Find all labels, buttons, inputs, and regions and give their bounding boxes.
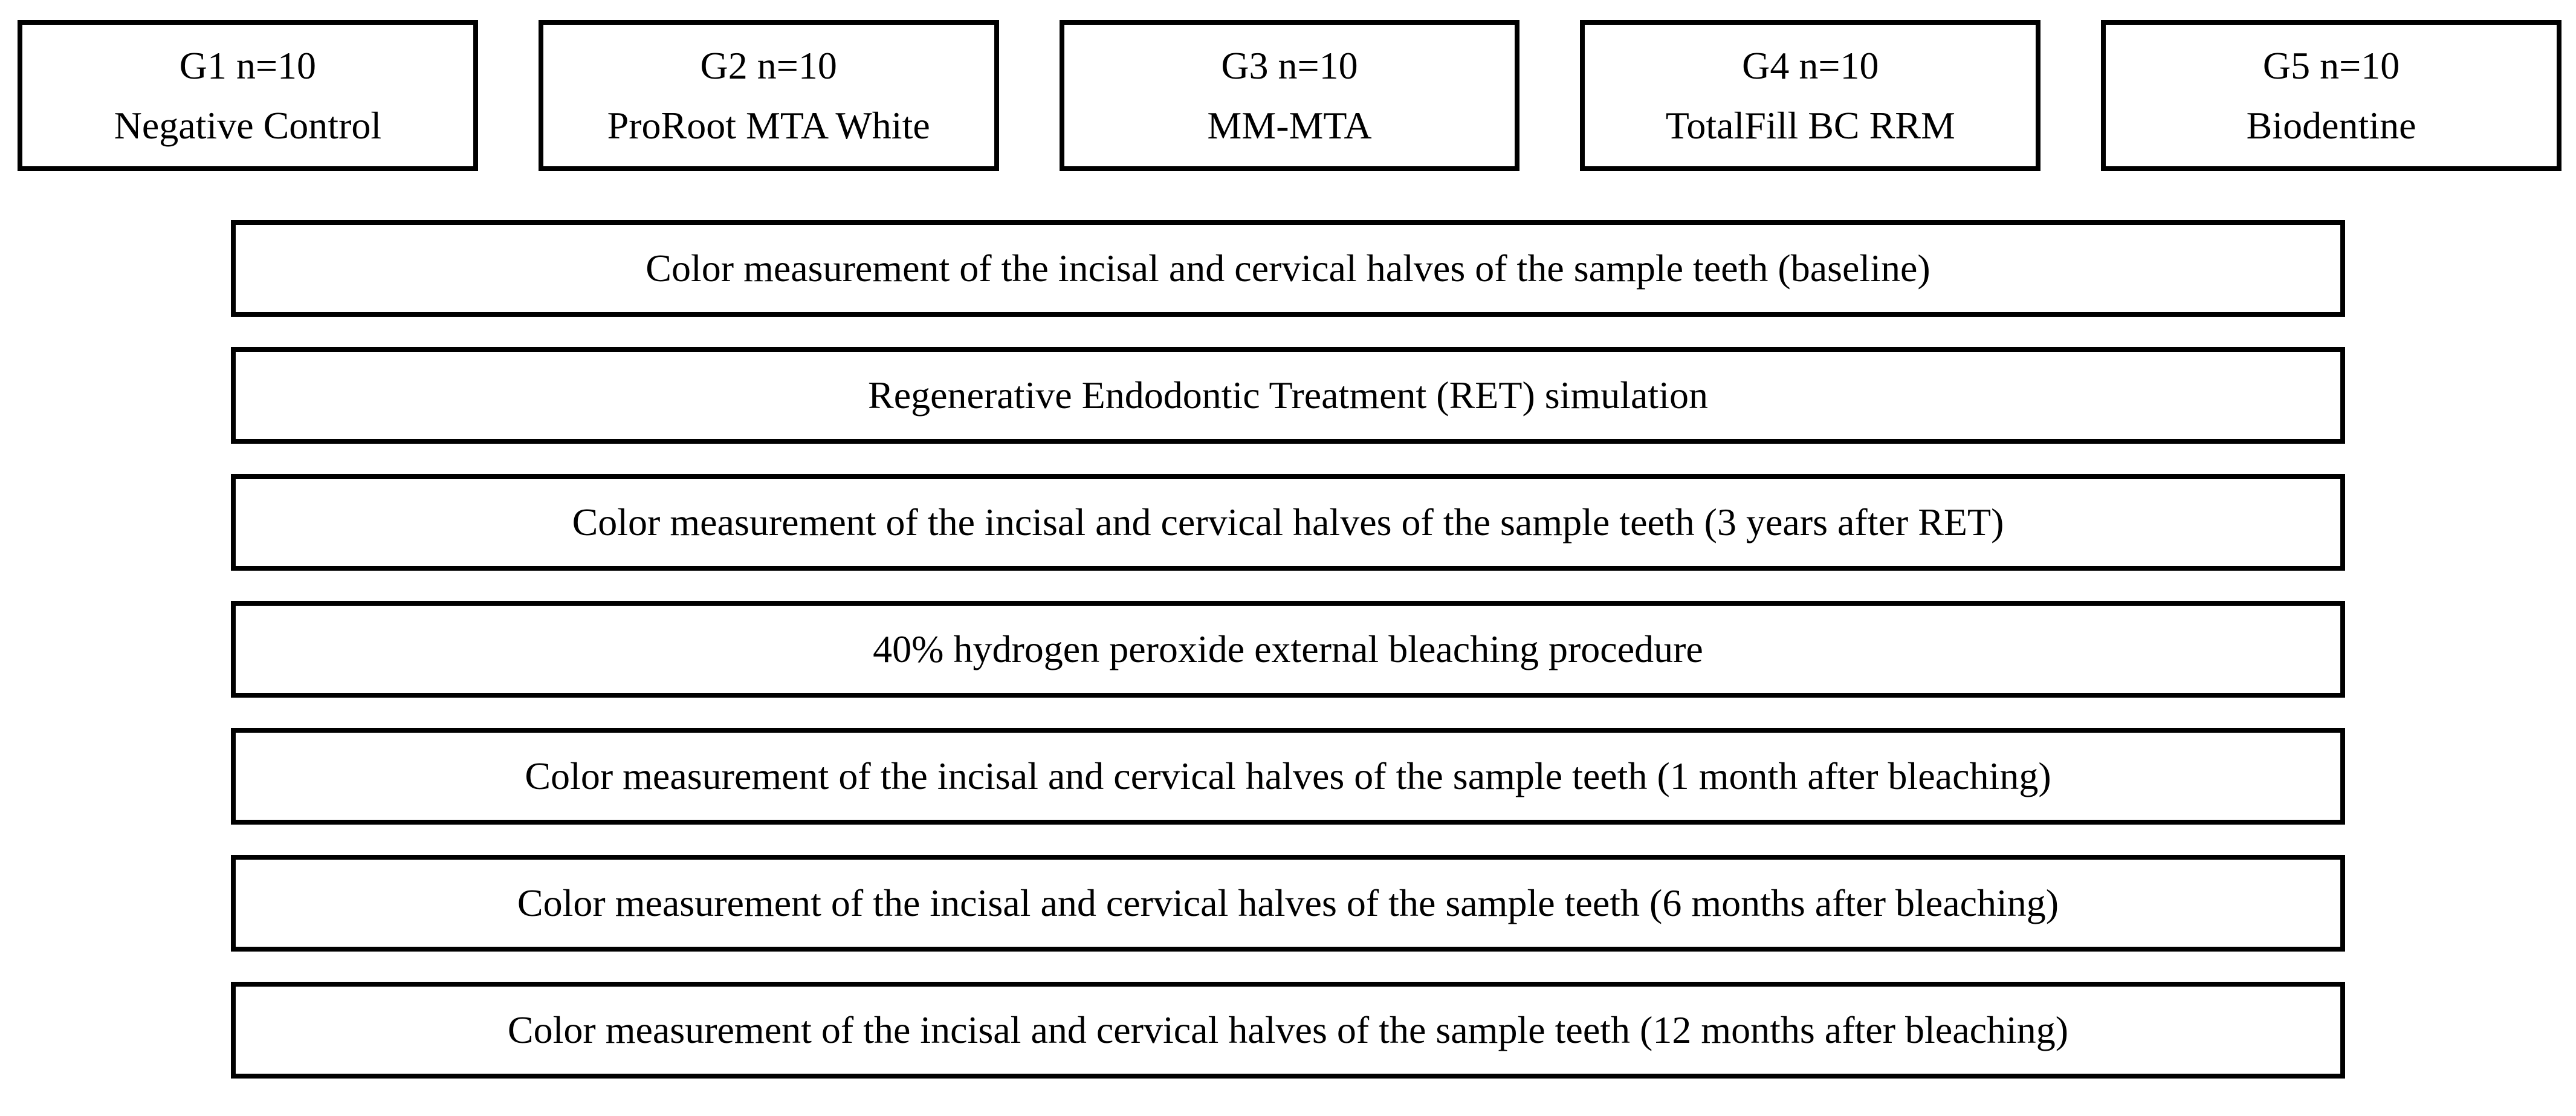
group-name: Biodentine xyxy=(2246,104,2416,147)
group-box-g4: G4 n=10 TotalFill BC RRM xyxy=(1580,20,2041,171)
group-name: TotalFill BC RRM xyxy=(1665,104,1955,147)
step-label: Color measurement of the incisal and cer… xyxy=(572,500,2004,543)
step-label: Color measurement of the incisal and cer… xyxy=(525,754,2051,797)
group-box-g1: G1 n=10 Negative Control xyxy=(18,20,478,171)
group-box-g2: G2 n=10 ProRoot MTA White xyxy=(538,20,999,171)
step-label: Color measurement of the incisal and cer… xyxy=(507,1008,2069,1051)
group-id: G1 n=10 xyxy=(179,44,317,87)
group-row: G1 n=10 Negative Control G2 n=10 ProRoot… xyxy=(0,0,2576,171)
group-box-g3: G3 n=10 MM-MTA xyxy=(1059,20,1520,171)
step-box-1-month-measurement: Color measurement of the incisal and cer… xyxy=(231,728,2345,825)
group-box-g5: G5 n=10 Biodentine xyxy=(2101,20,2561,171)
step-box-3-years-measurement: Color measurement of the incisal and cer… xyxy=(231,474,2345,571)
step-box-baseline-measurement: Color measurement of the incisal and cer… xyxy=(231,220,2345,317)
step-label: Regenerative Endodontic Treatment (RET) … xyxy=(868,373,1708,417)
group-name: ProRoot MTA White xyxy=(607,104,930,147)
step-label: 40% hydrogen peroxide external bleaching… xyxy=(873,627,1703,670)
step-label: Color measurement of the incisal and cer… xyxy=(646,246,1930,290)
group-name: MM-MTA xyxy=(1207,104,1372,147)
step-box-bleaching-procedure: 40% hydrogen peroxide external bleaching… xyxy=(231,601,2345,698)
group-name: Negative Control xyxy=(114,104,382,147)
group-id: G2 n=10 xyxy=(700,44,837,87)
group-id: G5 n=10 xyxy=(2262,44,2400,87)
step-box-12-months-measurement: Color measurement of the incisal and cer… xyxy=(231,982,2345,1079)
step-box-ret-simulation: Regenerative Endodontic Treatment (RET) … xyxy=(231,347,2345,444)
group-id: G4 n=10 xyxy=(1742,44,1879,87)
step-label: Color measurement of the incisal and cer… xyxy=(517,881,2059,924)
step-box-6-months-measurement: Color measurement of the incisal and cer… xyxy=(231,855,2345,952)
group-id: G3 n=10 xyxy=(1221,44,1358,87)
